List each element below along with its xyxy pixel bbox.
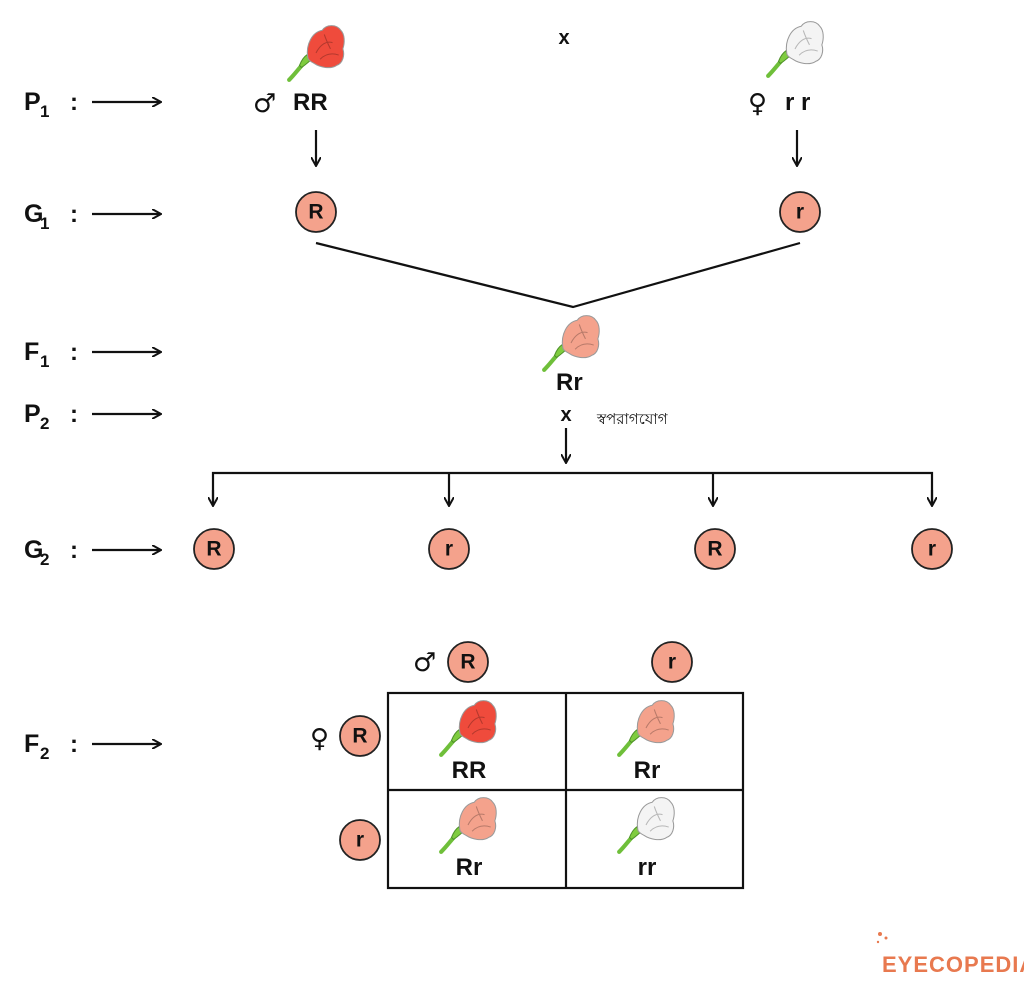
male-parent-flower (287, 25, 345, 82)
gamete-label: R (707, 538, 722, 561)
fusion-lines (315, 241, 801, 309)
male-genotype: RR (293, 89, 328, 116)
cross-symbol: x (558, 27, 569, 49)
self-pollination-label: স্বপরাগযোগ (596, 410, 669, 428)
colon: : (70, 537, 78, 564)
colon: : (70, 731, 78, 758)
gamete-label: R (460, 651, 475, 674)
female-genotype: r r (785, 89, 810, 116)
punnett-genotype: Rr (456, 854, 483, 881)
male-symbol: ♂ (253, 89, 276, 119)
generation-label: G2: (24, 536, 160, 569)
generation-letter: P (24, 88, 41, 116)
eyecopedia-logo: EYECOPEDIA (876, 932, 1024, 977)
punnett-cell: RR (439, 700, 497, 784)
p1-row: x ♂ RR ♀ r r (253, 21, 824, 119)
gamete-circle: R (694, 528, 736, 570)
colon: : (70, 401, 78, 428)
female-symbol: ♀ (310, 724, 329, 754)
gamete-circle: r (339, 819, 381, 861)
gamete-label: r (796, 201, 804, 224)
gamete-circle: r (911, 528, 953, 570)
generation-letter: F (24, 730, 39, 758)
generation-subscript: 2 (40, 414, 49, 433)
gamete-circle: r (779, 191, 821, 233)
gamete-circle: r (428, 528, 470, 570)
female-symbol: ♀ (748, 89, 767, 119)
branch-line (211, 471, 934, 505)
female-parent-flower (766, 21, 824, 78)
generation-subscript: 2 (40, 550, 49, 569)
gamete-circle: R (295, 191, 337, 233)
gamete-label: R (206, 538, 221, 561)
f1-flower (542, 315, 600, 372)
gamete-circle: R (193, 528, 235, 570)
gamete-label: r (668, 651, 676, 674)
male-symbol: ♂ (413, 648, 436, 678)
punnett-genotype: RR (452, 757, 487, 784)
gamete-circle: r (651, 641, 693, 683)
colon: : (70, 89, 78, 116)
generation-letter: P (24, 400, 41, 428)
punnett-cell: rr (617, 797, 675, 881)
colon: : (70, 339, 78, 366)
punnett-cell: Rr (617, 700, 675, 784)
generation-label: G1: (24, 200, 160, 233)
self-cross-symbol: x (560, 404, 571, 426)
generation-subscript: 1 (40, 352, 49, 371)
colon: : (70, 201, 78, 228)
f1-genotype: Rr (556, 369, 583, 396)
gamete-label: r (928, 538, 936, 561)
gamete-circle: R (447, 641, 489, 683)
generation-subscript: 1 (40, 102, 49, 121)
generation-subscript: 1 (40, 214, 49, 233)
generation-letter: F (24, 338, 39, 366)
punnett-genotype: Rr (634, 757, 661, 784)
generation-letter: G (24, 200, 43, 228)
generation-letter: G (24, 536, 43, 564)
gamete-label: r (356, 829, 364, 852)
gamete-label: r (445, 538, 453, 561)
gamete-label: R (352, 725, 367, 748)
generation-subscript: 2 (40, 744, 49, 763)
logo-text: EYECOPEDIA (882, 952, 1024, 977)
gamete-circle: R (339, 715, 381, 757)
punnett-genotype: rr (638, 854, 657, 881)
punnett-cell: Rr (439, 797, 497, 881)
gamete-label: R (308, 201, 323, 224)
